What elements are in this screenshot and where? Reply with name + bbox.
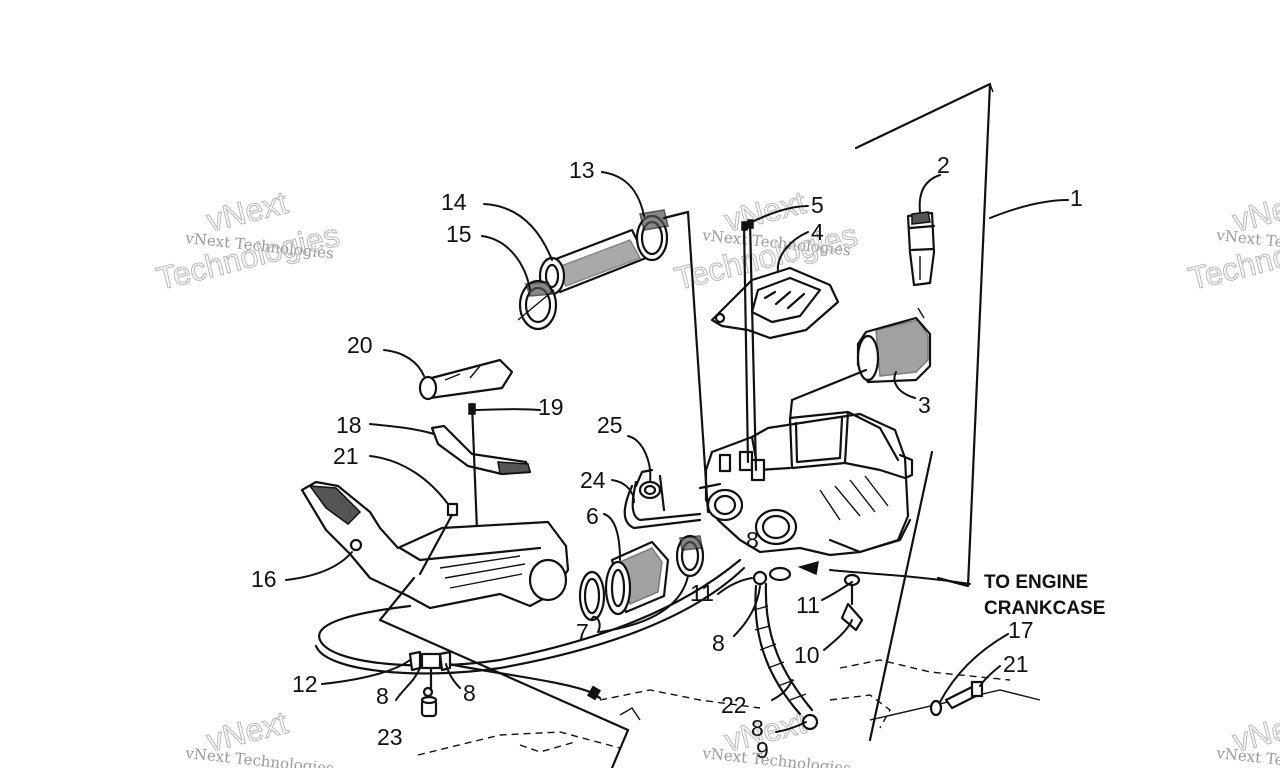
- callout-line-2: CRANKCASE: [984, 598, 1105, 619]
- part-number-labels: 1 2 3 4 5 6 7 8 8 8 8 8 9 10 11 11 12 13…: [251, 152, 1083, 763]
- callout-line-1: TO ENGINE: [984, 572, 1088, 593]
- coupler-boot: [604, 540, 670, 616]
- clamp-15: [517, 279, 558, 331]
- foam-filter-right: [856, 307, 932, 384]
- sensor-connector: [906, 211, 936, 287]
- label-5: 5: [811, 192, 824, 218]
- label-8-mid: 8: [463, 680, 476, 706]
- label-14: 14: [441, 189, 467, 215]
- label-17: 17: [1008, 617, 1034, 643]
- label-7: 7: [576, 619, 589, 645]
- intake-filter-tube: [538, 228, 648, 296]
- label-3: 3: [918, 392, 931, 418]
- label-23: 23: [377, 724, 403, 750]
- label-24: 24: [580, 467, 606, 493]
- label-10: 10: [794, 642, 820, 668]
- label-8-bottom: 8: [751, 715, 764, 741]
- watermark-left-top: vNext Technologies vNext Technologies: [152, 184, 343, 298]
- label-2: 2: [937, 152, 950, 178]
- label-8-center: 8: [712, 630, 725, 656]
- cap-23: [420, 695, 438, 718]
- label-13: 13: [569, 157, 595, 183]
- vent-hose-24: [623, 468, 702, 530]
- label-11-right: 11: [796, 592, 820, 618]
- label-16: 16: [251, 566, 277, 592]
- small-filter: [418, 358, 514, 401]
- label-12: 12: [292, 671, 318, 697]
- long-bolts: [741, 219, 758, 472]
- chassis-outline: [417, 659, 1041, 756]
- label-8-inner: 8: [746, 527, 759, 553]
- label-19: 19: [538, 394, 564, 420]
- label-11-left: 11: [690, 580, 714, 606]
- check-valve-10: [840, 583, 864, 632]
- bolt-21-right: [944, 680, 984, 710]
- label-4: 4: [811, 219, 824, 245]
- mounting-strap: [430, 424, 532, 476]
- label-21-left: 21: [333, 443, 359, 469]
- coupler-clamp-left: [578, 570, 606, 622]
- air-box-housing: [704, 410, 914, 557]
- top-cover: [710, 266, 840, 340]
- label-1: 1: [1070, 185, 1083, 211]
- bolt-21-left: [418, 502, 459, 576]
- label-15: 15: [446, 221, 472, 247]
- label-9: 9: [756, 737, 769, 763]
- assembly-lines: [378, 210, 934, 768]
- label-6: 6: [586, 503, 599, 529]
- label-20: 20: [347, 332, 373, 358]
- label-8-left: 8: [376, 683, 389, 709]
- svg-text:vNext: vNext: [1229, 184, 1280, 239]
- small-clamp-25: [638, 480, 662, 500]
- coupler-clamp-right: [675, 534, 705, 578]
- watermark-right-top: vNext Technologies vNext Technologies: [1184, 184, 1280, 298]
- engine-crankcase-callout: TO ENGINE CRANKCASE: [984, 572, 1105, 619]
- leader-lines: [285, 171, 1069, 733]
- svg-text:vNext Technologies: vNext Technologies: [701, 744, 852, 768]
- watermark-right-bottom: vNext Technologies vNext: [1215, 704, 1280, 768]
- label-21-right: 21: [1003, 651, 1029, 677]
- label-22: 22: [721, 692, 747, 718]
- hose-clamps-8: [422, 570, 819, 731]
- watermark-left-bottom: vNext Technologies vNext: [184, 704, 335, 768]
- svg-text:vNext Technologies: vNext Technologies: [184, 744, 335, 768]
- t-fitting: [408, 650, 452, 692]
- label-18: 18: [336, 412, 362, 438]
- washer-17: [929, 699, 943, 717]
- label-25: 25: [597, 412, 623, 438]
- clamp-13: [635, 209, 669, 262]
